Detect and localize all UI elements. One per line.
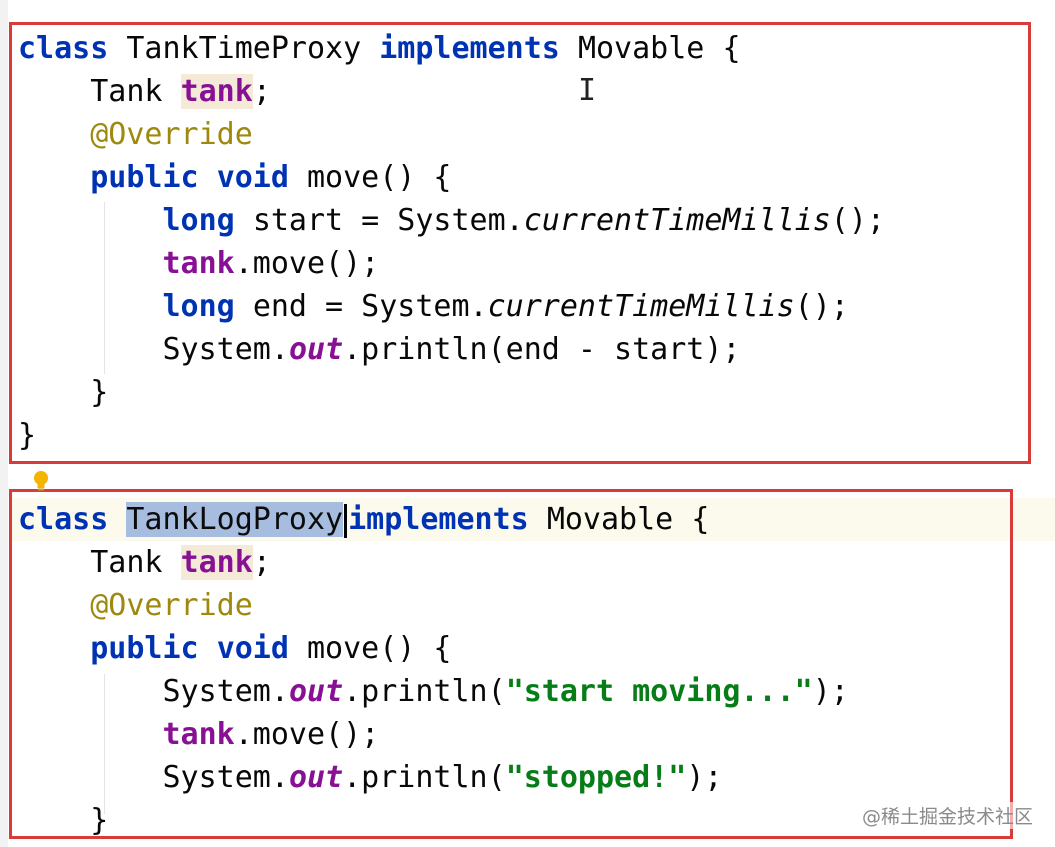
code-text: .move(); [234,717,380,752]
keyword: class [18,502,109,537]
highlight-frame-log-proxy [9,489,1013,839]
text-caret [344,503,348,538]
code-line-body[interactable]: long end = System.currentTimeMillis(); [18,285,849,328]
code-line-body[interactable]: tank.move(); [18,713,380,756]
type-name: Tank [90,545,163,580]
indent-guide [104,202,105,374]
watermark: @稀土掘金技术社区 [861,802,1033,829]
static-method-call: currentTimeMillis [487,289,795,324]
code-line-field[interactable]: Tank tank; [18,541,271,584]
keyword: implements [379,31,560,66]
code-text: ); [686,760,723,795]
field-ref: tank [162,717,235,752]
code-text: start = System. [252,203,524,238]
mouse-ibeam-cursor: I [578,73,597,108]
lightbulb-icon[interactable] [32,470,50,492]
code-text: .move(); [234,246,380,281]
brace: } [18,418,37,453]
annotation: @Override [90,117,253,152]
editor-gutter [0,0,8,847]
code-line-body[interactable]: System.out.println(end - start); [18,328,741,371]
code-line-method-sig[interactable]: public void move() { [18,156,452,199]
static-field-ref: out [288,332,344,367]
code-line-annotation[interactable]: @Override [18,584,253,627]
keyword: class [18,31,109,66]
code-line-method-sig[interactable]: public void move() { [18,627,452,670]
indent-guide [104,674,105,814]
method-signature: move() { [307,631,452,666]
selected-class-name[interactable]: TankLogProxy [126,502,344,537]
keyword: void [216,160,289,195]
brace: } [90,803,109,838]
code-text: (); [794,289,849,324]
code-text: System. [162,332,289,367]
static-method-call: currentTimeMillis [523,203,831,238]
code-line-class1-header[interactable]: class TankTimeProxy implements Movable { [18,27,741,70]
annotation: @Override [90,588,253,623]
code-text: ); [812,674,849,709]
keyword: implements [348,502,529,537]
keyword: public [90,160,199,195]
code-text: (); [830,203,885,238]
brace: } [90,375,109,410]
code-line-method-close[interactable]: } [18,799,108,842]
code-text: .println(end - start); [343,332,741,367]
semicolon: ; [252,545,271,580]
code-text: System. [162,760,289,795]
interface-name: Movable [546,502,674,537]
method-signature: move() { [307,160,452,195]
static-field-ref: out [288,760,344,795]
code-line-body[interactable]: System.out.println("start moving..."); [18,670,849,713]
code-text: .println( [343,760,506,795]
interface-name: Movable [577,31,705,66]
semicolon: ; [252,74,271,109]
code-line-field[interactable]: Tank tank; [18,70,271,113]
code-line-method-close[interactable]: } [18,371,108,414]
field-ref: tank [162,246,235,281]
brace: { [691,502,710,537]
code-line-annotation[interactable]: @Override [18,113,253,156]
field-name: tank [180,545,253,580]
string-literal: "stopped!" [505,760,687,795]
type-name: Tank [90,74,163,109]
code-text: .println( [343,674,506,709]
string-literal: "start moving..." [505,674,813,709]
field-name: tank [180,74,253,109]
brace: { [722,31,741,66]
code-line-class-close[interactable]: } [18,414,36,457]
code-line-body[interactable]: tank.move(); [18,242,380,285]
code-line-body[interactable]: long start = System.currentTimeMillis(); [18,199,885,242]
highlight-frame-time-proxy [9,22,1031,464]
code-text: end = System. [252,289,488,324]
keyword: long [162,203,235,238]
static-field-ref: out [288,674,344,709]
class-name: TankTimeProxy [126,31,362,66]
code-line-body[interactable]: System.out.println("stopped!"); [18,756,723,799]
code-text: System. [162,674,289,709]
keyword: long [162,289,235,324]
keyword: void [216,631,289,666]
keyword: public [90,631,199,666]
